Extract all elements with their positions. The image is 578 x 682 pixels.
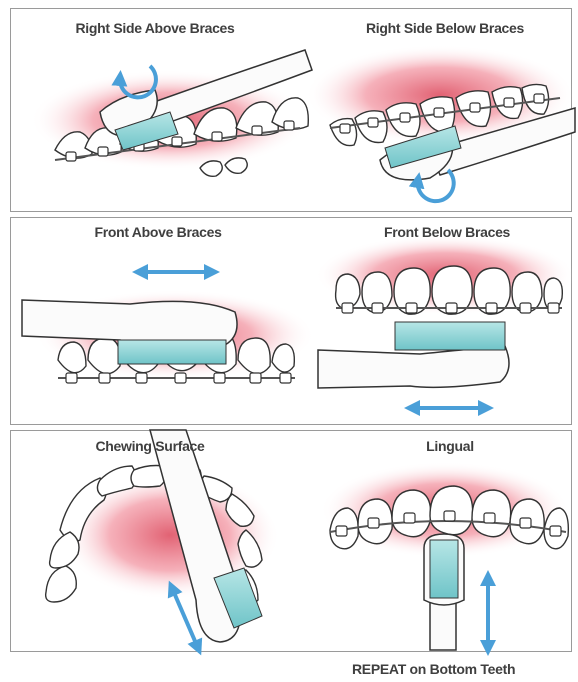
step-5-illustration [46, 430, 280, 648]
step-6-caption: Lingual [426, 438, 474, 454]
toothbrush-icon [318, 322, 509, 388]
step-2-illustration [305, 45, 575, 201]
step-4-illustration [315, 235, 575, 408]
step-2-caption: Right Side Below Braces [366, 20, 524, 36]
repeat-note: REPEAT on Bottom Teeth [352, 661, 515, 677]
braces-icon [58, 373, 295, 383]
step-1-illustration [30, 50, 312, 176]
step-3-illustration [22, 272, 315, 383]
step-1-caption: Right Side Above Braces [75, 20, 234, 36]
step-3-caption: Front Above Braces [94, 224, 221, 240]
step-4-caption: Front Below Braces [384, 224, 510, 240]
step-6-illustration [320, 462, 570, 650]
step-5-caption: Chewing Surface [95, 438, 204, 454]
toothbrush-icon [424, 534, 464, 650]
